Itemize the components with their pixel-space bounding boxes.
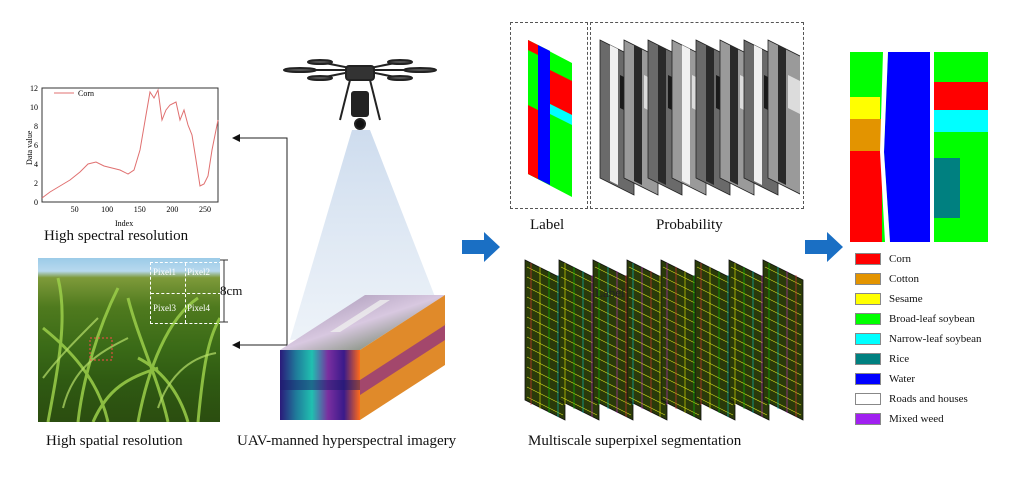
caption-spatial: High spatial resolution xyxy=(46,433,183,449)
superpixel-map xyxy=(592,259,634,421)
flow-arrow-2 xyxy=(805,232,843,262)
corn-field-photo: Pixel1 Pixel2 Pixel3 Pixel4 xyxy=(38,258,220,422)
legend-item: Broad-leaf soybean xyxy=(855,310,975,328)
legend-label: Mixed weed xyxy=(889,413,944,425)
label-box xyxy=(510,22,588,209)
legend-swatch xyxy=(855,333,881,345)
hypercube-top xyxy=(280,295,445,350)
superpixel-map xyxy=(762,259,804,421)
probability-box xyxy=(590,22,804,209)
legend-label: Broad-leaf soybean xyxy=(889,313,975,325)
superpixel-map xyxy=(694,259,736,421)
chart-xtick-label: 250 xyxy=(199,205,211,214)
superpixel-label-overlay: Label xyxy=(595,285,625,300)
legend-label: Corn xyxy=(889,253,911,265)
chart-xtick-label: 100 xyxy=(101,205,113,214)
uav-illustration xyxy=(280,59,446,420)
spectrum-line xyxy=(41,88,219,199)
superpixel-map xyxy=(728,259,770,421)
chart-ylabel: Data value xyxy=(25,130,34,165)
caption-multiscale: Multiscale superpixel segmentation xyxy=(528,433,742,449)
legend-label: Sesame xyxy=(889,293,923,305)
superpixel-map xyxy=(660,259,702,421)
caption-spectral: High spectral resolution xyxy=(44,228,189,244)
caption-probability: Probability xyxy=(656,217,723,233)
classification-map xyxy=(850,52,988,242)
chart-xtick-label: 200 xyxy=(166,205,178,214)
pixel-cell-2: Pixel2 xyxy=(187,267,211,277)
superpixel-map xyxy=(524,259,566,421)
pixel-cell-1: Pixel1 xyxy=(153,267,177,277)
probability-maps xyxy=(599,39,800,196)
legend-item: Narrow-leaf soybean xyxy=(855,330,982,348)
chart-ytick-label: 12 xyxy=(30,84,38,93)
legend-item: Cotton xyxy=(855,270,919,288)
chart-ytick-label: 6 xyxy=(34,141,38,150)
chart-ytick-label: 4 xyxy=(34,160,38,169)
legend-item: Rice xyxy=(855,350,909,368)
caption-uav: UAV-manned hyperspectral imagery xyxy=(237,433,457,449)
pixel-grid: Pixel1 Pixel2 Pixel3 Pixel4 xyxy=(150,262,220,324)
legend-label: Narrow-leaf soybean xyxy=(889,333,982,345)
chart-ytick-label: 2 xyxy=(34,179,38,188)
legend-swatch xyxy=(855,353,881,365)
chart-xlabel: Index xyxy=(115,219,133,228)
chart-ytick-label: 10 xyxy=(30,103,38,112)
legend-swatch xyxy=(855,373,881,385)
legend-item: Roads and houses xyxy=(855,390,968,408)
legend-swatch xyxy=(855,413,881,425)
legend-swatch xyxy=(855,273,881,285)
caption-label: Label xyxy=(530,217,565,233)
chart-xtick-label: 50 xyxy=(71,205,79,214)
legend-swatch xyxy=(855,393,881,405)
legend-item: Water xyxy=(855,370,915,388)
chart-xtick-label: 150 xyxy=(134,205,146,214)
legend-item: Sesame xyxy=(855,290,923,308)
drone-icon xyxy=(283,59,437,130)
legend-label: Water xyxy=(889,373,915,385)
superpixel-maps xyxy=(524,259,804,421)
legend-swatch xyxy=(855,293,881,305)
legend-item: Mixed weed xyxy=(855,410,944,428)
superpixel-map xyxy=(558,259,600,421)
size-bracket xyxy=(220,259,228,323)
size-label: 8cm xyxy=(220,283,243,298)
legend-item: Corn xyxy=(855,250,911,268)
pixel-cell-3: Pixel3 xyxy=(153,303,177,313)
spectrum-chart: 0 2 4 6 8 10 12 50 100 150 200 250 Corn Index Data… xyxy=(25,84,219,228)
legend-swatch xyxy=(855,313,881,325)
label-map xyxy=(528,40,572,197)
probability-map xyxy=(767,39,800,195)
flow-arrow-1 xyxy=(462,232,500,262)
chart-ytick-label: 0 xyxy=(34,198,38,207)
legend-label: Roads and houses xyxy=(889,393,968,405)
legend-label: Rice xyxy=(889,353,910,365)
pixel-cell-4: Pixel4 xyxy=(187,303,211,313)
connector-arrows xyxy=(232,134,288,349)
legend-swatch xyxy=(855,253,881,265)
chart-ytick-label: 8 xyxy=(34,122,38,131)
legend-label: Cotton xyxy=(889,273,919,285)
superpixel-map xyxy=(626,259,668,421)
chart-legend-label: Corn xyxy=(78,89,94,98)
